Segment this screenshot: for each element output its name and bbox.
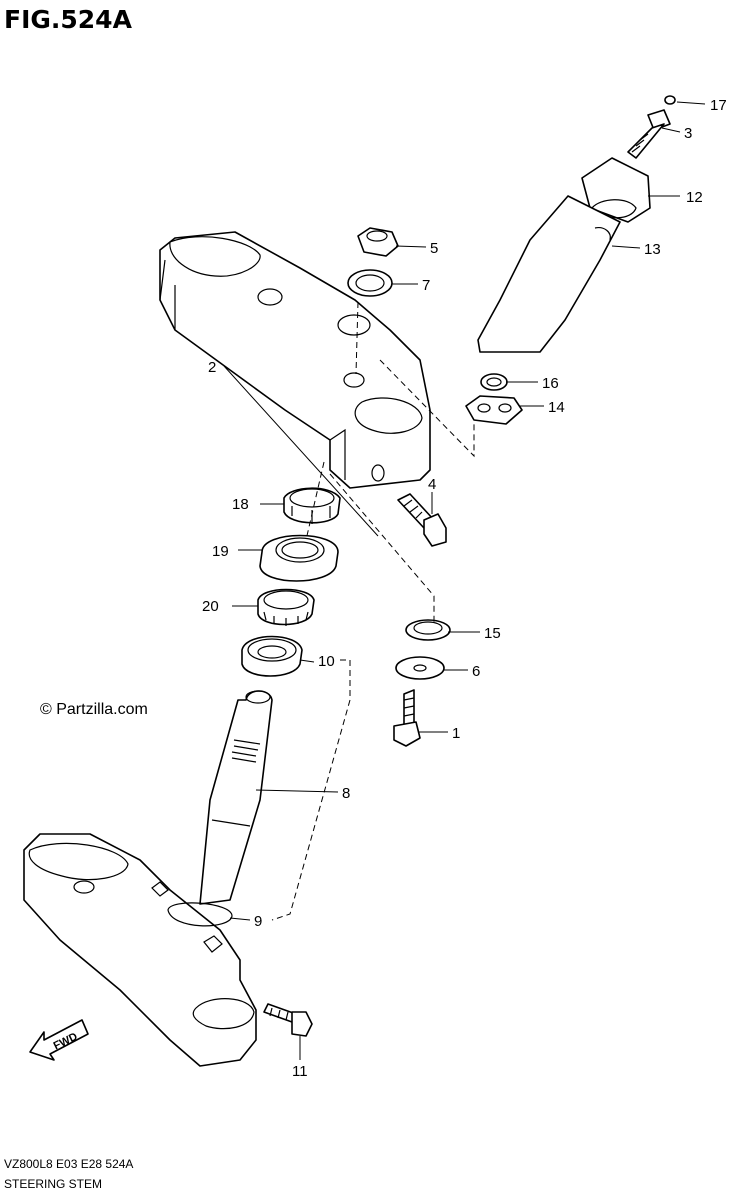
callout-4: 4 [428,476,436,493]
callout-numbers: 17 3 12 13 5 7 2 16 14 4 18 19 20 15 10 … [202,97,727,1080]
part-13-holder-lower[interactable] [477,195,621,353]
callout-8: 8 [342,785,350,802]
lower-bracket[interactable] [23,833,257,1067]
assembly-lines [271,301,475,921]
callout-16: 16 [542,375,559,392]
callout-6: 6 [472,663,480,680]
upper-bracket[interactable] [159,231,431,489]
callout-15: 15 [484,625,501,642]
part-20-bearing[interactable] [257,588,315,627]
callout-3: 3 [684,125,692,142]
callout-11: 11 [292,1063,308,1080]
callout-20: 20 [202,598,219,615]
part-1-bolt[interactable] [393,689,421,747]
callout-14: 14 [548,399,565,416]
part-19-seal[interactable] [259,534,339,582]
part-3-bolt[interactable] [627,109,671,159]
part-15-washer[interactable] [405,619,451,641]
part-17-pin[interactable] [664,95,676,105]
part-6-washer[interactable] [395,656,445,680]
figure-title: FIG.524A [4,5,133,34]
callout-7: 7 [422,277,430,294]
callout-9: 9 [254,913,262,930]
part-4-bolt[interactable] [397,493,447,547]
part-11-bolt[interactable] [263,1003,313,1037]
callout-10: 10 [318,653,335,670]
callout-2: 2 [208,359,216,376]
callout-18: 18 [232,496,249,513]
callout-1: 1 [452,725,460,742]
callout-13: 13 [644,241,661,258]
callout-19: 19 [212,543,229,560]
footer-code: VZ800L8 E03 E28 524A [4,1157,133,1171]
part-8-steering-stem[interactable] [199,690,273,905]
callout-5: 5 [430,240,438,257]
part-5-cap-nut[interactable] [357,227,399,257]
part-16-washer[interactable] [480,373,508,391]
part-18-lock-nut[interactable] [283,487,341,524]
fwd-arrow-icon: FWD [29,1019,89,1061]
callout-12: 12 [686,189,703,206]
copyright-text: © Partzilla.com [40,701,148,718]
part-14-plate[interactable] [465,395,523,425]
part-7-washer[interactable] [347,269,393,297]
callout-17: 17 [710,97,727,114]
footer-name: STEERING STEM [4,1177,102,1191]
part-10-bearing[interactable] [241,635,303,677]
